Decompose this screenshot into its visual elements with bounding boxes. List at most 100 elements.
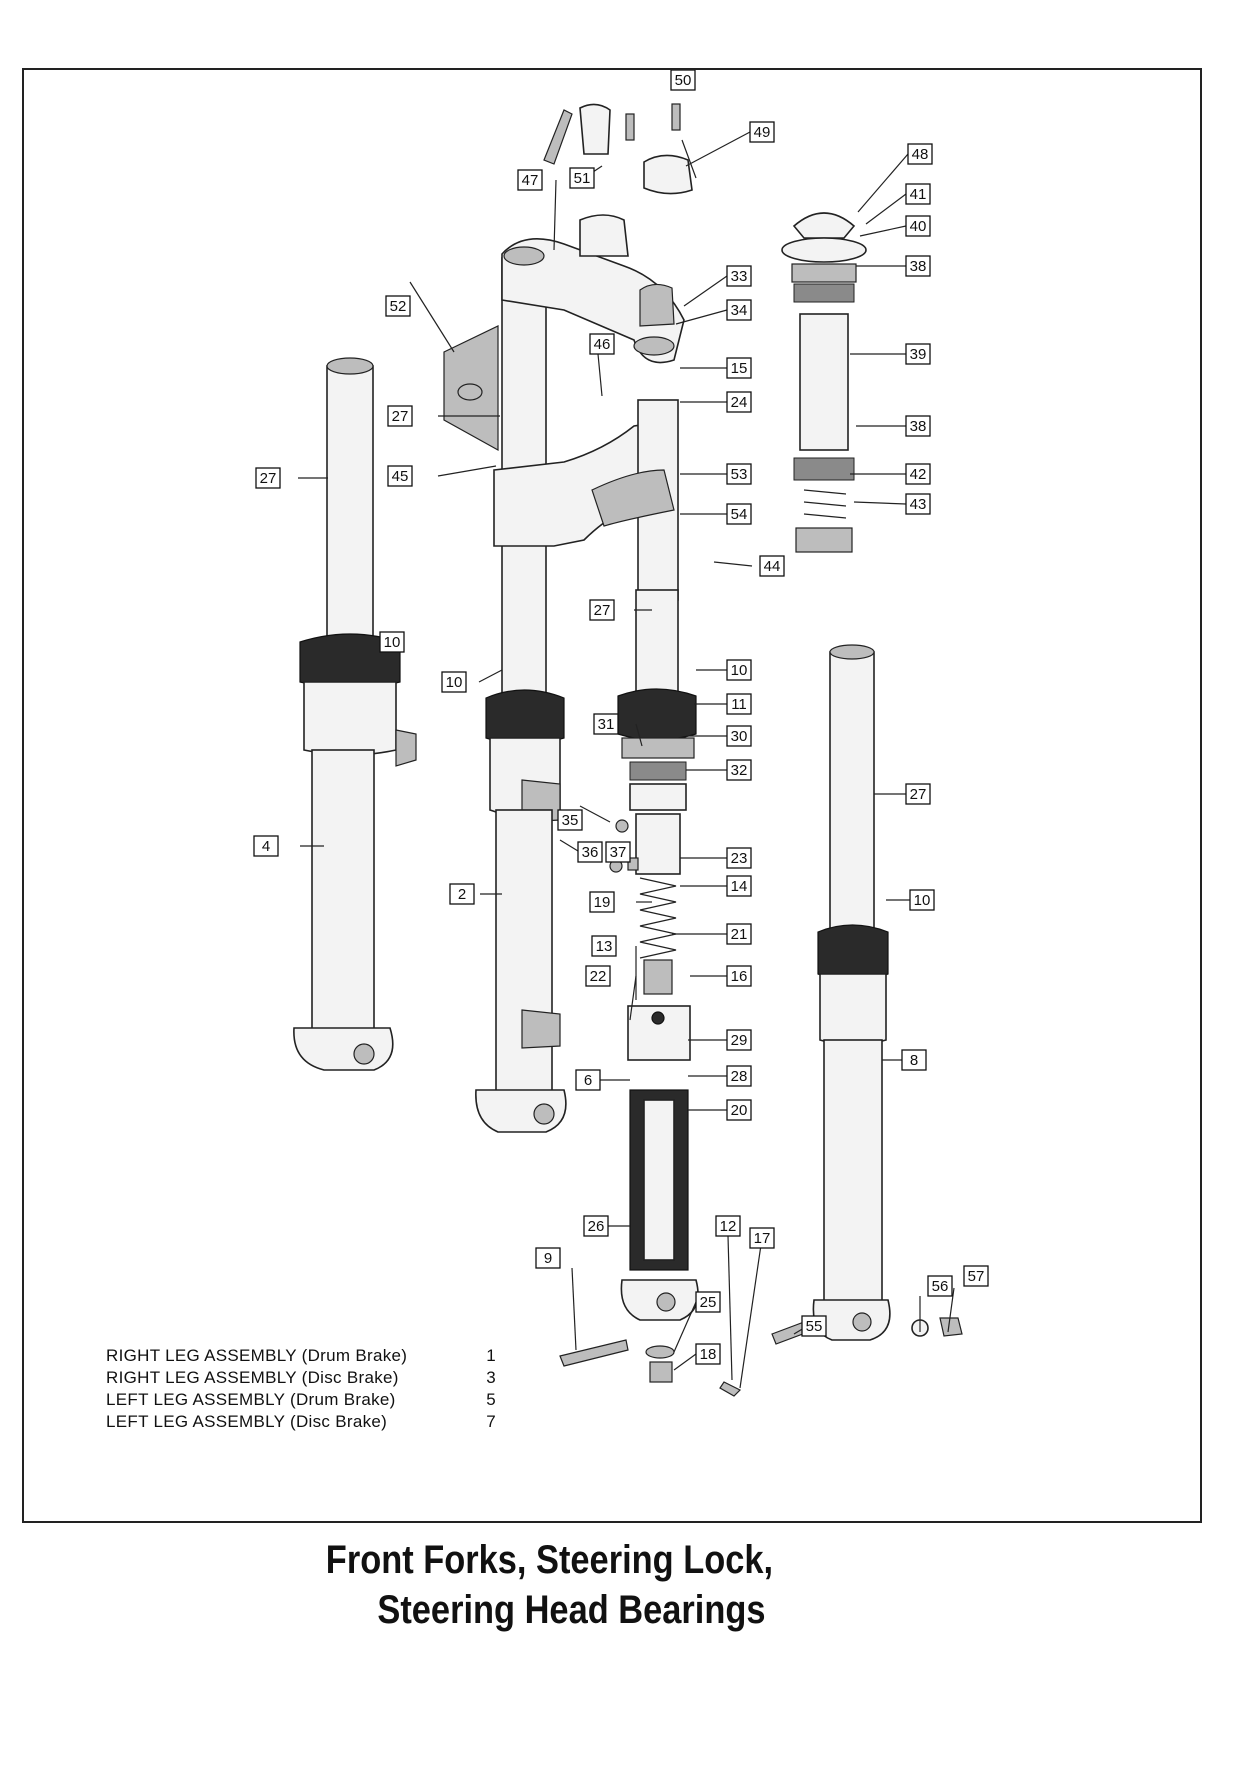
callout-54: 54 (726, 503, 752, 525)
callout-14: 14 (726, 875, 752, 897)
exploded-fork-diagram: 50 49 51 47 48 41 40 38 33 3 4 52 46 15 2… (253, 70, 989, 1397)
svg-text:16: 16 (731, 968, 748, 985)
callout-27-inner: 27 (589, 599, 615, 621)
leg-assembly-legend: RIGHT LEG ASSEMBLY (Drum Brake) 1 RIGHT … (106, 1345, 496, 1433)
callout-27-center: 27 (387, 405, 413, 427)
svg-text:30: 30 (731, 728, 748, 745)
legend-number: 7 (486, 1412, 496, 1431)
callout-17: 17 (749, 1227, 775, 1249)
callout-10-center: 10 (726, 659, 752, 681)
svg-text:6: 6 (584, 1072, 592, 1089)
svg-text:44: 44 (764, 558, 781, 575)
callout-57: 57 (963, 1265, 989, 1287)
callout-6: 6 (575, 1069, 601, 1091)
callout-47: 47 (517, 169, 543, 191)
svg-text:20: 20 (731, 1102, 748, 1119)
callout-35: 35 (557, 809, 583, 831)
callout-30: 30 (726, 725, 752, 747)
callout-15: 15 (726, 357, 752, 379)
handlebar-clamp (543, 103, 693, 195)
callout-28: 28 (726, 1065, 752, 1087)
svg-text:40: 40 (910, 218, 927, 235)
legend-number: 5 (486, 1390, 496, 1409)
legend-row: RIGHT LEG ASSEMBLY (Disc Brake) 3 (106, 1367, 496, 1389)
center-fork-internals (617, 589, 699, 1383)
legend-row: RIGHT LEG ASSEMBLY (Drum Brake) 1 (106, 1345, 496, 1367)
svg-text:51: 51 (574, 170, 591, 187)
svg-text:24: 24 (731, 394, 748, 411)
legend-label: RIGHT LEG ASSEMBLY (Disc Brake) (106, 1368, 399, 1387)
callout-21: 21 (726, 923, 752, 945)
legend-label: LEFT LEG ASSEMBLY (Disc Brake) (106, 1412, 388, 1431)
svg-text:33: 33 (731, 268, 748, 285)
fork-spring (639, 877, 677, 959)
callout-45: 45 (387, 465, 413, 487)
svg-text:32: 32 (731, 762, 748, 779)
callout-31: 31 (593, 713, 619, 735)
right-fork-assembly (771, 644, 963, 1345)
callout-40: 40 (905, 215, 931, 237)
callout-22: 22 (585, 965, 611, 987)
svg-text:18: 18 (700, 1346, 717, 1363)
callout-49: 49 (749, 121, 775, 143)
legend-row: LEFT LEG ASSEMBLY (Disc Brake) 7 (106, 1411, 496, 1433)
svg-text:41: 41 (910, 186, 927, 203)
svg-text:13: 13 (596, 938, 613, 955)
callout-10-right: 10 (909, 889, 935, 911)
callout-27-left: 27 (255, 467, 281, 489)
svg-text:42: 42 (910, 466, 927, 483)
svg-text:52: 52 (390, 298, 407, 315)
callout-38-bottom: 38 (905, 415, 931, 437)
callout-4: 4 (253, 835, 279, 857)
callout-43: 43 (905, 493, 931, 515)
callout-46: 46 (589, 333, 615, 355)
svg-text:15: 15 (731, 360, 748, 377)
callout-32: 32 (726, 759, 752, 781)
callout-23: 23 (726, 847, 752, 869)
legend-label: RIGHT LEG ASSEMBLY (Drum Brake) (106, 1346, 408, 1365)
callout-52: 52 (385, 295, 411, 317)
svg-text:43: 43 (910, 496, 927, 513)
svg-text:27: 27 (594, 602, 611, 619)
svg-text:57: 57 (968, 1268, 985, 1285)
svg-text:31: 31 (598, 716, 615, 733)
callout-48: 48 (907, 143, 933, 165)
svg-text:21: 21 (731, 926, 748, 943)
svg-text:35: 35 (562, 812, 579, 829)
svg-text:27: 27 (910, 786, 927, 803)
title-line-1: Front Forks, Steering Lock, (325, 1538, 774, 1582)
svg-text:25: 25 (700, 1294, 717, 1311)
svg-text:8: 8 (910, 1052, 918, 1069)
legend-number: 3 (486, 1368, 496, 1387)
svg-text:38: 38 (910, 418, 927, 435)
svg-text:48: 48 (912, 146, 929, 163)
callout-37: 37 (605, 841, 631, 863)
svg-text:2: 2 (458, 886, 466, 903)
svg-text:28: 28 (731, 1068, 748, 1085)
callout-39: 39 (905, 343, 931, 365)
svg-text:46: 46 (594, 336, 611, 353)
callout-10-left: 10 (379, 631, 405, 653)
svg-text:10: 10 (731, 662, 748, 679)
svg-text:14: 14 (731, 878, 748, 895)
svg-text:49: 49 (754, 124, 771, 141)
svg-text:55: 55 (806, 1318, 823, 1335)
callout-50: 50 (670, 70, 696, 91)
legend-number: 1 (486, 1346, 496, 1365)
svg-text:27: 27 (392, 408, 409, 425)
callout-24: 24 (726, 391, 752, 413)
callout-42: 42 (905, 463, 931, 485)
svg-text:47: 47 (522, 172, 539, 189)
callout-11: 11 (726, 693, 752, 715)
callout-18: 18 (695, 1343, 721, 1365)
top-yoke (501, 214, 685, 364)
callout-10-center-left: 10 (441, 671, 467, 693)
svg-text:45: 45 (392, 468, 409, 485)
callout-20: 20 (726, 1099, 752, 1121)
callout-13: 13 (591, 935, 617, 957)
callout-12: 12 (715, 1215, 741, 1237)
callout-41: 41 (905, 183, 931, 205)
left-fork-assembly (293, 357, 417, 1071)
callout-36: 36 (577, 841, 603, 863)
callout-38-top: 38 (905, 255, 931, 277)
